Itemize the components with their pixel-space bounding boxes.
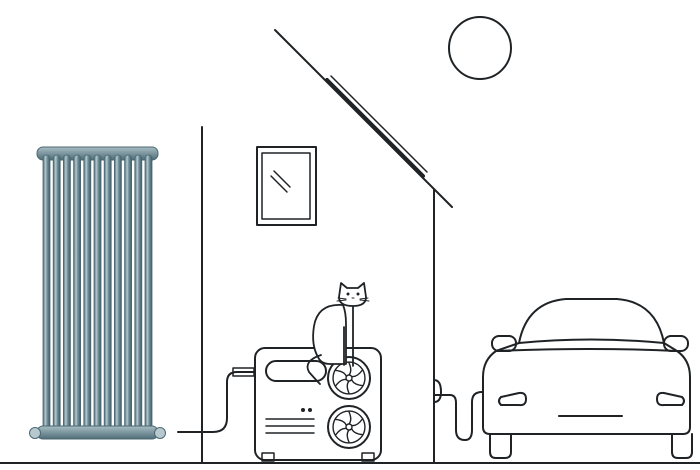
fan-blade <box>346 380 350 394</box>
fan-inner-ring <box>332 361 366 395</box>
window-icon <box>256 146 317 226</box>
fan-blade <box>350 427 363 436</box>
fan-ring <box>327 405 371 449</box>
fan-icon <box>327 405 371 449</box>
radiator-column <box>73 154 81 433</box>
radiator-column <box>42 154 51 433</box>
fan-blade <box>335 378 348 387</box>
charging-cable <box>433 379 491 441</box>
fan-blade <box>346 429 350 443</box>
radiator-column <box>124 154 132 433</box>
radiator-column <box>52 154 61 433</box>
fan-hub <box>345 423 353 431</box>
car-icon <box>482 298 693 459</box>
fan-blade <box>350 418 363 427</box>
solar-panel-icon <box>325 75 428 178</box>
radiator-column <box>134 154 143 433</box>
radiator-column <box>93 154 102 433</box>
fan-blade <box>350 378 363 387</box>
heating-pipe <box>177 371 256 433</box>
fan-blade <box>335 427 348 436</box>
radiator-bottom-header <box>36 425 159 440</box>
radiator-column <box>63 154 71 433</box>
fan-blade <box>350 369 363 378</box>
fan-icon <box>327 356 371 400</box>
fan-inner-ring <box>332 410 366 444</box>
fan-blade <box>335 418 348 427</box>
radiator-right-valve <box>154 427 166 439</box>
radiator-column <box>103 154 112 433</box>
cat-icon <box>306 282 370 385</box>
fan-blade <box>348 362 352 376</box>
radiator-icon <box>29 146 166 440</box>
fan-ring <box>327 356 371 400</box>
radiator-left-valve <box>29 427 41 439</box>
sun-icon <box>448 16 512 80</box>
radiator-column <box>83 154 92 433</box>
radiator-column <box>114 154 122 433</box>
fan-blade <box>348 411 352 425</box>
radiator-column <box>144 154 153 433</box>
fan-blade <box>335 369 348 378</box>
fan-hub <box>345 374 353 382</box>
